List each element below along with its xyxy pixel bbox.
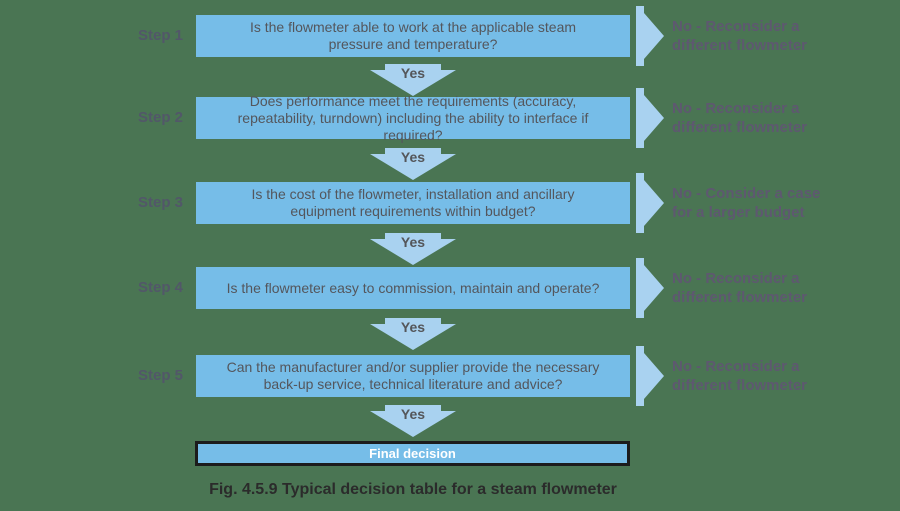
no-branch-line: different flowmeter xyxy=(672,119,808,136)
no-branch-line: No - Reconsider a xyxy=(672,270,800,287)
final-decision-label: Final decision xyxy=(369,446,456,461)
yes-label-4: Yes xyxy=(400,319,426,335)
question-text-1: Is the flowmeter able to work at the app… xyxy=(249,19,577,52)
yes-label-3: Yes xyxy=(400,234,426,250)
figure-caption: Fig. 4.5.9 Typical decision table for a … xyxy=(209,481,617,498)
question-text-4: Is the flowmeter easy to commission, mai… xyxy=(226,279,600,296)
step-label-2: Step 2 xyxy=(137,109,183,126)
yes-arrow-icon-4: Yes xyxy=(370,318,456,350)
no-branch-line: different flowmeter xyxy=(672,377,808,394)
question-box-1: Is the flowmeter able to work at the app… xyxy=(196,15,630,57)
question-text-5: Can the manufacturer and/or supplier pro… xyxy=(226,359,600,392)
no-arrow-icon-3 xyxy=(636,173,664,233)
no-branch-label-5: No - Reconsider a different flowmeter xyxy=(672,357,872,395)
no-branch-label-4: No - Reconsider a different flowmeter xyxy=(672,269,872,307)
step-label-4: Step 4 xyxy=(137,279,183,296)
yes-label-5: Yes xyxy=(400,406,426,422)
no-arrow-icon-4 xyxy=(636,258,664,318)
question-box-4: Is the flowmeter easy to commission, mai… xyxy=(196,267,630,309)
question-box-5: Can the manufacturer and/or supplier pro… xyxy=(196,355,630,397)
no-branch-line: different flowmeter xyxy=(672,37,808,54)
yes-arrow-icon-2: Yes xyxy=(370,148,456,180)
question-text-2: Does performance meet the requirements (… xyxy=(237,92,589,143)
step-label-1: Step 1 xyxy=(137,27,183,44)
no-arrow-icon-2 xyxy=(636,88,664,148)
no-arrow-icon-5 xyxy=(636,346,664,406)
no-branch-line: No - Consider a case xyxy=(672,185,821,202)
yes-arrow-icon-3: Yes xyxy=(370,233,456,265)
question-text-3: Is the cost of the flowmeter, installati… xyxy=(251,186,575,219)
yes-arrow-icon-5: Yes xyxy=(370,405,456,437)
no-branch-label-3: No - Consider a case for a larger budget xyxy=(672,184,872,222)
yes-arrow-icon-1: Yes xyxy=(370,64,456,96)
final-decision-box: Final decision xyxy=(195,441,630,466)
no-branch-line: for a larger budget xyxy=(672,204,805,221)
no-branch-label-2: No - Reconsider a different flowmeter xyxy=(672,99,872,137)
no-branch-label-1: No - Reconsider a different flowmeter xyxy=(672,17,872,55)
yes-label-2: Yes xyxy=(400,149,426,165)
no-branch-line: No - Reconsider a xyxy=(672,18,800,35)
yes-label-1: Yes xyxy=(400,65,426,81)
question-box-3: Is the cost of the flowmeter, installati… xyxy=(196,182,630,224)
step-label-3: Step 3 xyxy=(137,194,183,211)
step-label-5: Step 5 xyxy=(137,367,183,384)
no-arrow-icon-1 xyxy=(636,6,664,66)
no-branch-line: different flowmeter xyxy=(672,289,808,306)
no-branch-line: No - Reconsider a xyxy=(672,358,800,375)
no-branch-line: No - Reconsider a xyxy=(672,100,800,117)
question-box-2: Does performance meet the requirements (… xyxy=(196,93,630,143)
